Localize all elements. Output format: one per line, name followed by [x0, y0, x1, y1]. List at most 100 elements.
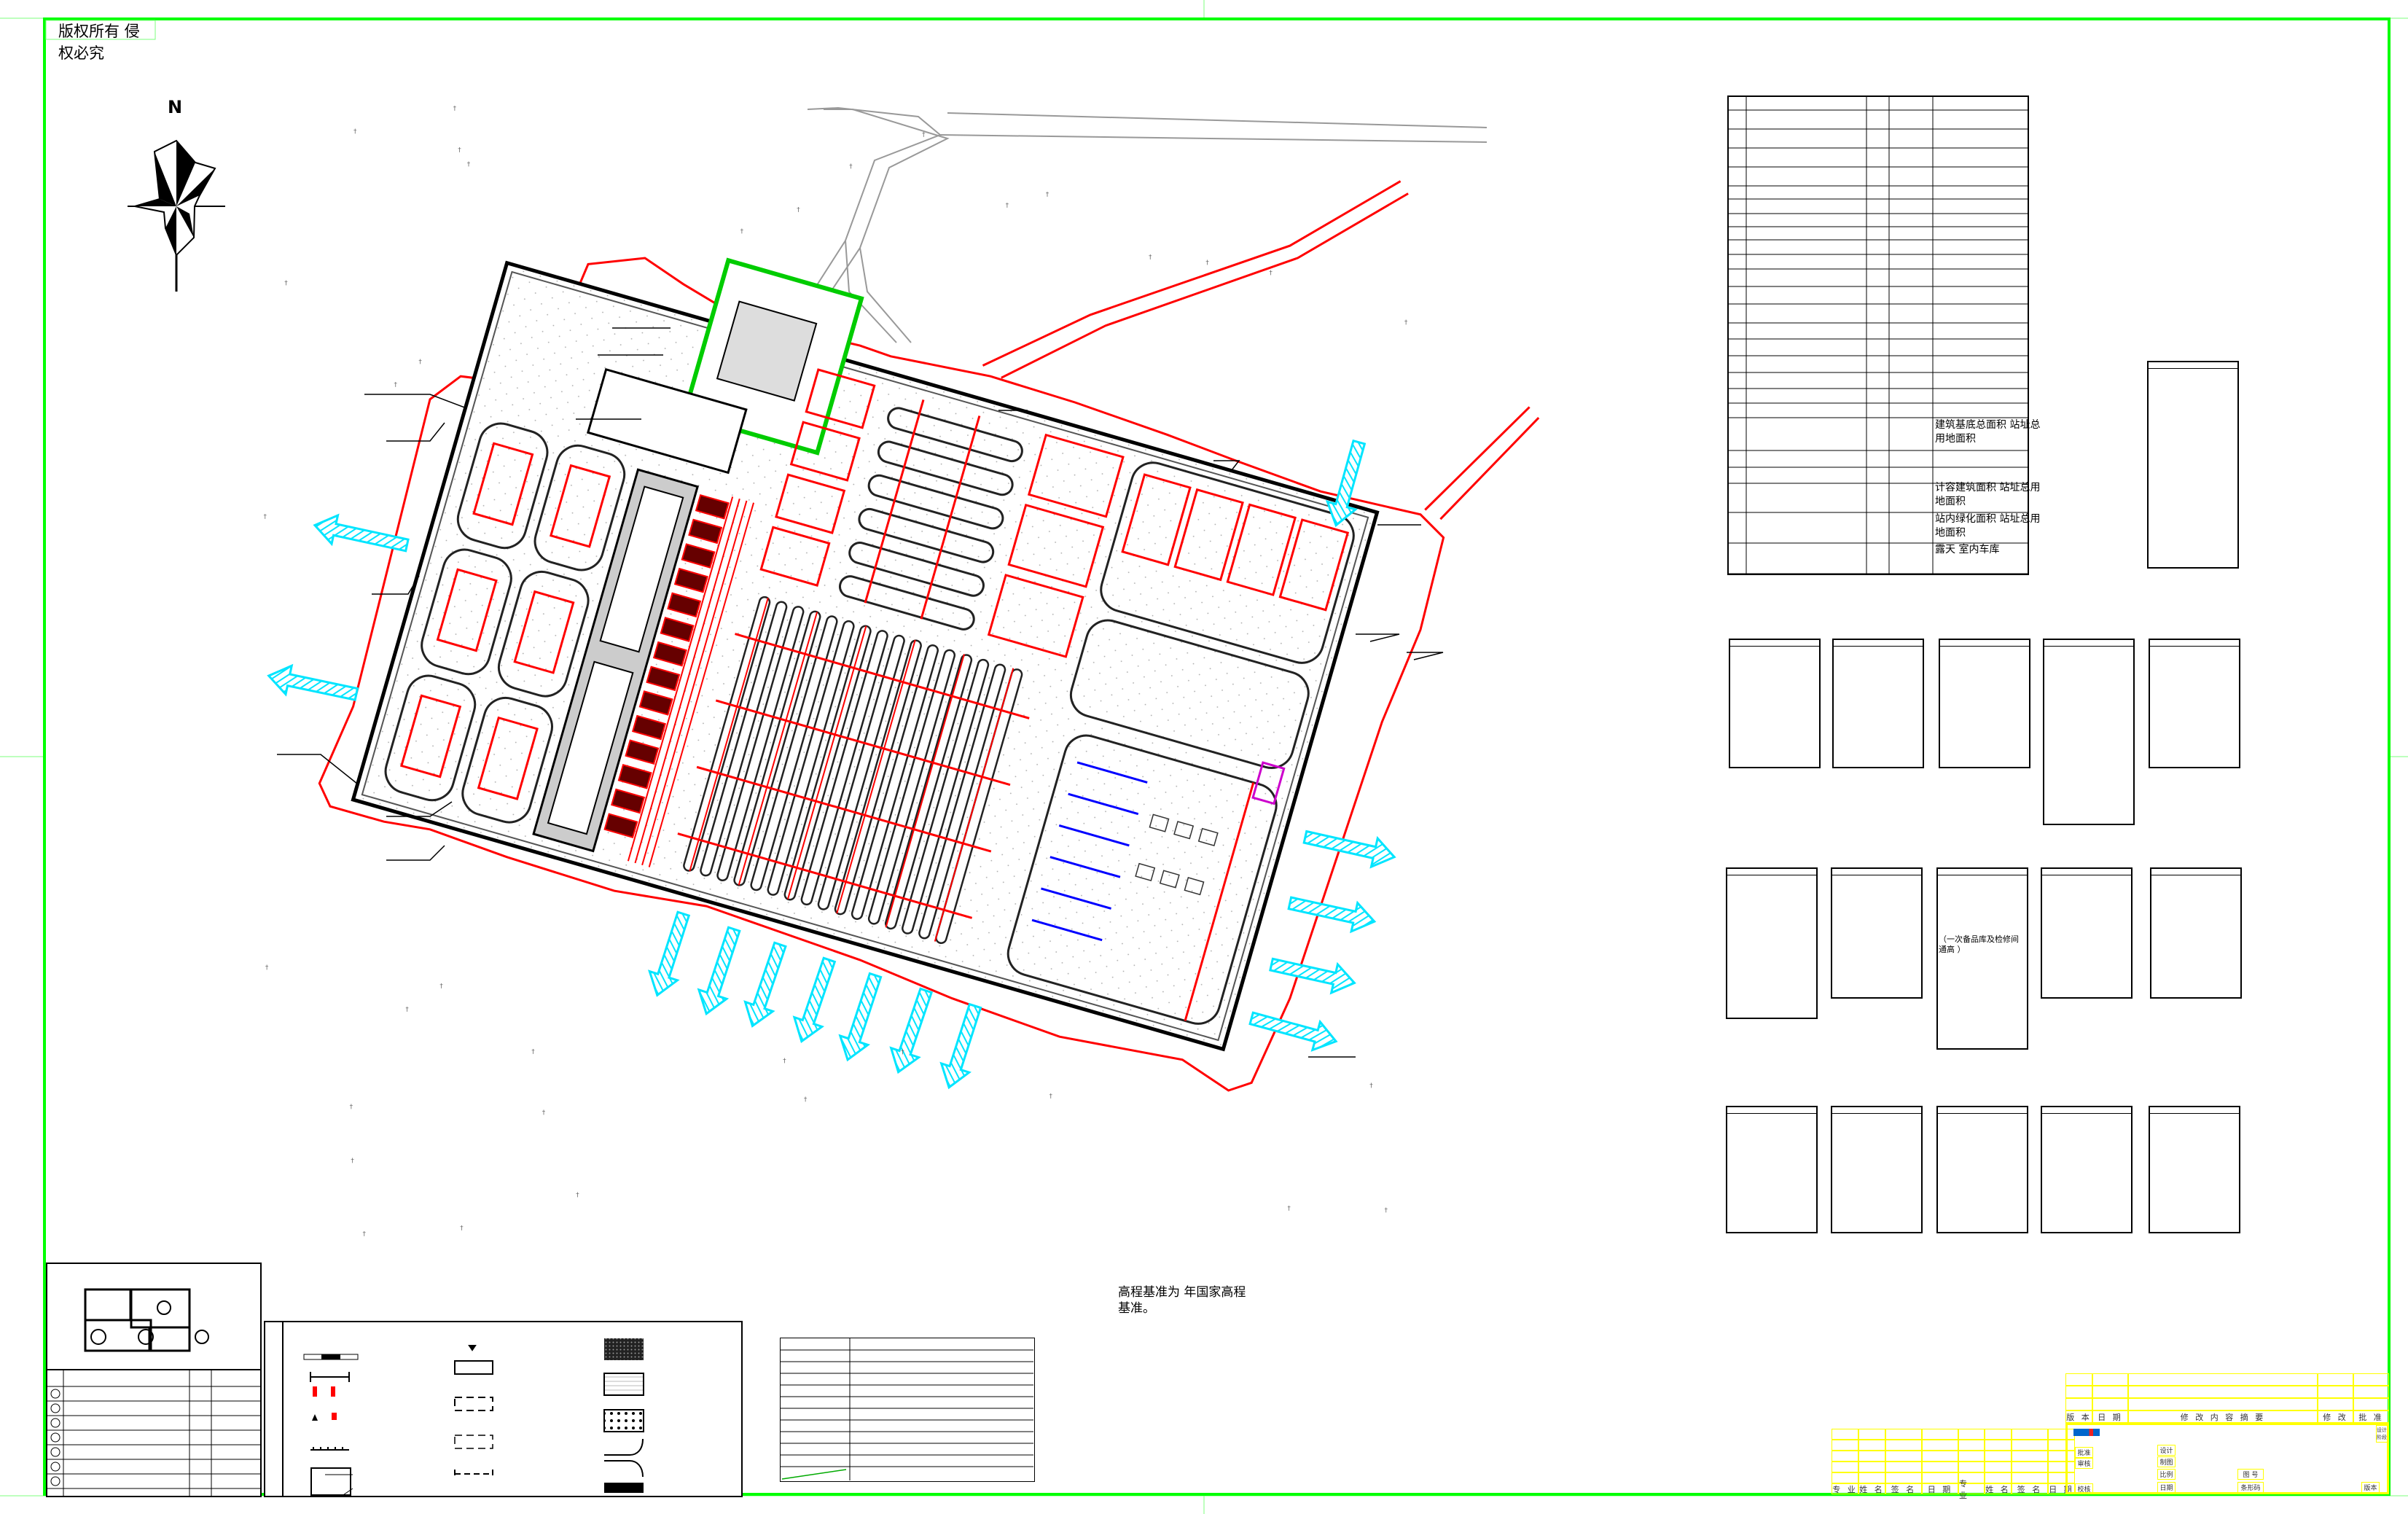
- revision-header: 修 改: [2318, 1410, 2353, 1423]
- road-loop: [887, 407, 1023, 463]
- row-marker: [50, 1403, 60, 1413]
- reactor-bay: [611, 788, 646, 814]
- road-loop: [421, 548, 512, 676]
- elevation-note: 高程基准为 年国家高程基准。: [1118, 1285, 1246, 1316]
- road-loop: [877, 440, 1014, 496]
- equipment-table: [1939, 639, 2030, 768]
- signature-cell: [1832, 1440, 1858, 1451]
- title-label: 条形码: [2237, 1482, 2264, 1493]
- signature-cell: [2048, 1440, 2075, 1451]
- equipment-table: [2149, 1106, 2240, 1233]
- road-strip: [918, 663, 1006, 940]
- road-strip: [783, 625, 872, 901]
- legend-box: [264, 1321, 743, 1497]
- signature-line: [781, 1469, 847, 1480]
- road-loop: [838, 575, 975, 631]
- signature-cell: [1885, 1472, 1922, 1483]
- title-label: 设计: [2157, 1445, 2176, 1456]
- elevation-mark: †: [460, 1225, 464, 1233]
- row-marker: [50, 1432, 60, 1443]
- overhead-line: [786, 625, 867, 900]
- row-marker: [50, 1462, 60, 1472]
- elevation-mark: †: [453, 105, 457, 112]
- drainage-direction-arrow-icon: [1325, 439, 1367, 528]
- signature-cell: [1958, 1451, 1985, 1462]
- copyright-notice: 版权所有 侵 权必究: [58, 20, 140, 64]
- signature-header: 专 业: [1958, 1479, 1985, 1500]
- table-cell: 站内绿化面积 站址总用地面积: [1935, 513, 2041, 539]
- elevation-mark: †: [284, 280, 288, 287]
- equipment-table: [2149, 639, 2240, 768]
- table-cell: 计容建筑面积 站址总用地面积: [1935, 482, 2041, 507]
- elevation-mark: †: [576, 1192, 579, 1199]
- signature-cell: [1885, 1429, 1922, 1440]
- title-label: 日期: [2157, 1482, 2176, 1493]
- road-loop: [867, 474, 1004, 530]
- elevation-mark: †: [1287, 1206, 1291, 1213]
- equipment-table: [1831, 1106, 1923, 1233]
- equipment-pad: [1173, 821, 1195, 840]
- equipment-table: [1832, 639, 1924, 768]
- title-label: 批准: [2075, 1447, 2093, 1458]
- title-label: 制图: [2157, 1456, 2176, 1467]
- equipment-foundation: [400, 694, 462, 779]
- equipment-table: [1726, 1106, 1818, 1233]
- arrow-shape: [1325, 439, 1367, 528]
- legend-col-1: [303, 1354, 359, 1496]
- access-road-edge: [982, 180, 1402, 367]
- reactor-bay: [652, 641, 687, 667]
- revision-cell: [2128, 1386, 2318, 1398]
- north-wind-rose-icon: [128, 139, 225, 292]
- capacitor-bank: [1058, 824, 1130, 847]
- signature-cell: [1832, 1462, 1858, 1472]
- overhead-line: [689, 597, 769, 872]
- revision-cell: [2092, 1373, 2128, 1386]
- equipment-pad: [1184, 877, 1205, 896]
- elevation-mark: †: [467, 161, 471, 168]
- copyright-line-2: 权必究: [58, 44, 104, 62]
- title-label: 审核: [2075, 1458, 2093, 1469]
- drainage-direction-arrow-icon: [697, 926, 741, 1016]
- road-loop: [858, 507, 995, 563]
- elevation-mark: †: [458, 147, 461, 154]
- overhead-line: [735, 633, 1030, 719]
- drainage-direction-arrow-icon: [1302, 830, 1396, 869]
- equipment-foundation: [549, 464, 611, 548]
- equipment-table: [1831, 867, 1923, 999]
- elevation-mark: †: [350, 1104, 353, 1111]
- revision-cell: [2353, 1398, 2389, 1410]
- reactor-bay: [625, 739, 660, 765]
- equipment-foundation: [436, 568, 498, 652]
- company-logo: [2073, 1429, 2100, 1436]
- main-transformer-foundation: [1226, 503, 1297, 596]
- elevation-mark: †: [1046, 191, 1049, 198]
- road-strip: [800, 630, 888, 906]
- main-transformer-foundation: [1173, 488, 1244, 582]
- elevation-mark: †: [1385, 1207, 1388, 1214]
- elevation-mark: †: [1269, 270, 1273, 277]
- title-label: 版本: [2361, 1482, 2380, 1493]
- transformer-foundation: [805, 368, 876, 429]
- signature-cell: [1832, 1429, 1858, 1440]
- arrow-shape: [697, 926, 741, 1016]
- row-marker: [50, 1447, 60, 1457]
- equipment-table: [2043, 639, 2135, 825]
- arrow-shape: [647, 910, 691, 997]
- reactor-bay: [667, 592, 702, 618]
- overhead-line: [885, 654, 965, 928]
- signature-cell: [1858, 1451, 1885, 1462]
- overhead-line: [1184, 782, 1255, 1021]
- signature-cell: [1858, 1429, 1885, 1440]
- elevation-mark: †: [783, 1058, 786, 1065]
- elevation-mark: †: [740, 228, 744, 235]
- arrow-shape: [939, 1002, 982, 1090]
- transformer-foundation: [775, 473, 846, 534]
- signature-cell: [2012, 1462, 2048, 1472]
- elevation-mark: †: [394, 382, 398, 389]
- drainage-direction-arrow-icon: [1269, 957, 1356, 995]
- table-header-rule: [2044, 646, 2133, 647]
- signature-cell: [1958, 1440, 1985, 1451]
- title-label: 设计阶段: [2376, 1425, 2389, 1443]
- auxiliary-building: [586, 367, 748, 475]
- signature-cell: [2048, 1472, 2075, 1483]
